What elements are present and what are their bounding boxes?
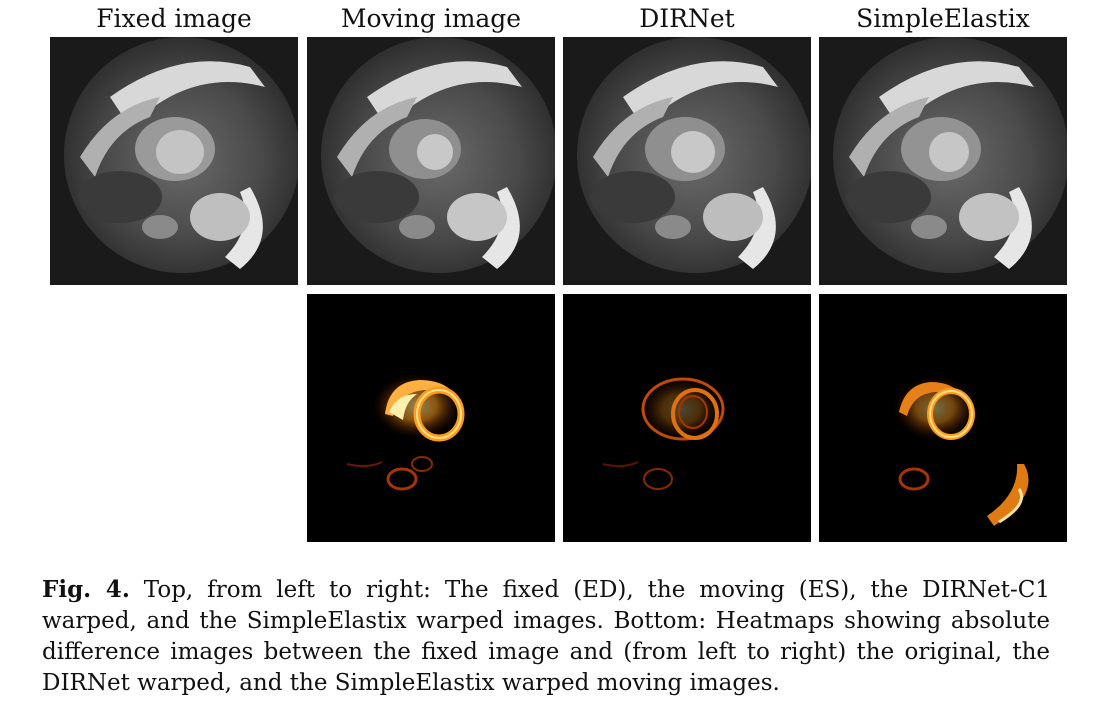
col-title-simpleelastix: SimpleElastix xyxy=(856,4,1030,33)
heatmap-original-difference xyxy=(307,294,555,542)
heatmap-dirnet-difference xyxy=(563,294,811,542)
figure-label: Fig. 4. xyxy=(42,576,130,603)
mri-dirnet-warped-image xyxy=(563,37,811,285)
mri-moving-image xyxy=(307,37,555,285)
heatmap-simpleelastix-difference xyxy=(819,294,1067,542)
figure-caption: Fig. 4. Top, from left to right: The fix… xyxy=(42,574,1050,699)
mri-simpleelastix-warped-image xyxy=(819,37,1067,285)
col-title-dirnet: DIRNet xyxy=(639,4,735,33)
col-title-fixed: Fixed image xyxy=(96,4,252,33)
mri-fixed-image xyxy=(50,37,298,285)
col-title-moving: Moving image xyxy=(340,4,522,33)
figure-caption-text: Top, from left to right: The fixed (ED),… xyxy=(42,577,1050,696)
